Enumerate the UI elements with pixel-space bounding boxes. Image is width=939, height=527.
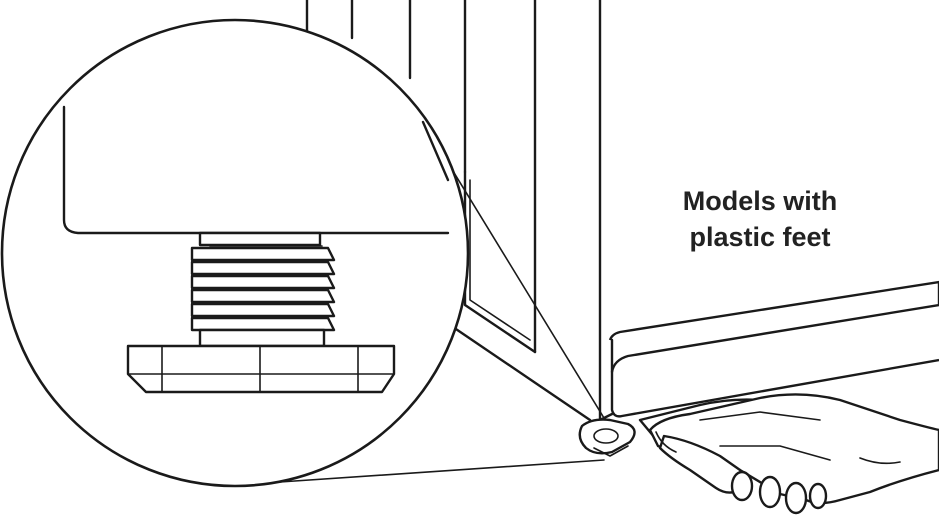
caption-models-with-plastic-feet: Models with plastic feet <box>640 183 880 255</box>
leveling-foot-icon <box>578 418 636 457</box>
hand-icon <box>648 393 939 515</box>
caption-line-2: plastic feet <box>689 222 831 252</box>
magnifier-circle-icon <box>0 18 470 488</box>
caption-line-1: Models with <box>682 186 838 216</box>
threaded-post <box>190 231 336 348</box>
foot-pad <box>126 344 396 394</box>
callout-leader-bottom <box>279 459 605 483</box>
